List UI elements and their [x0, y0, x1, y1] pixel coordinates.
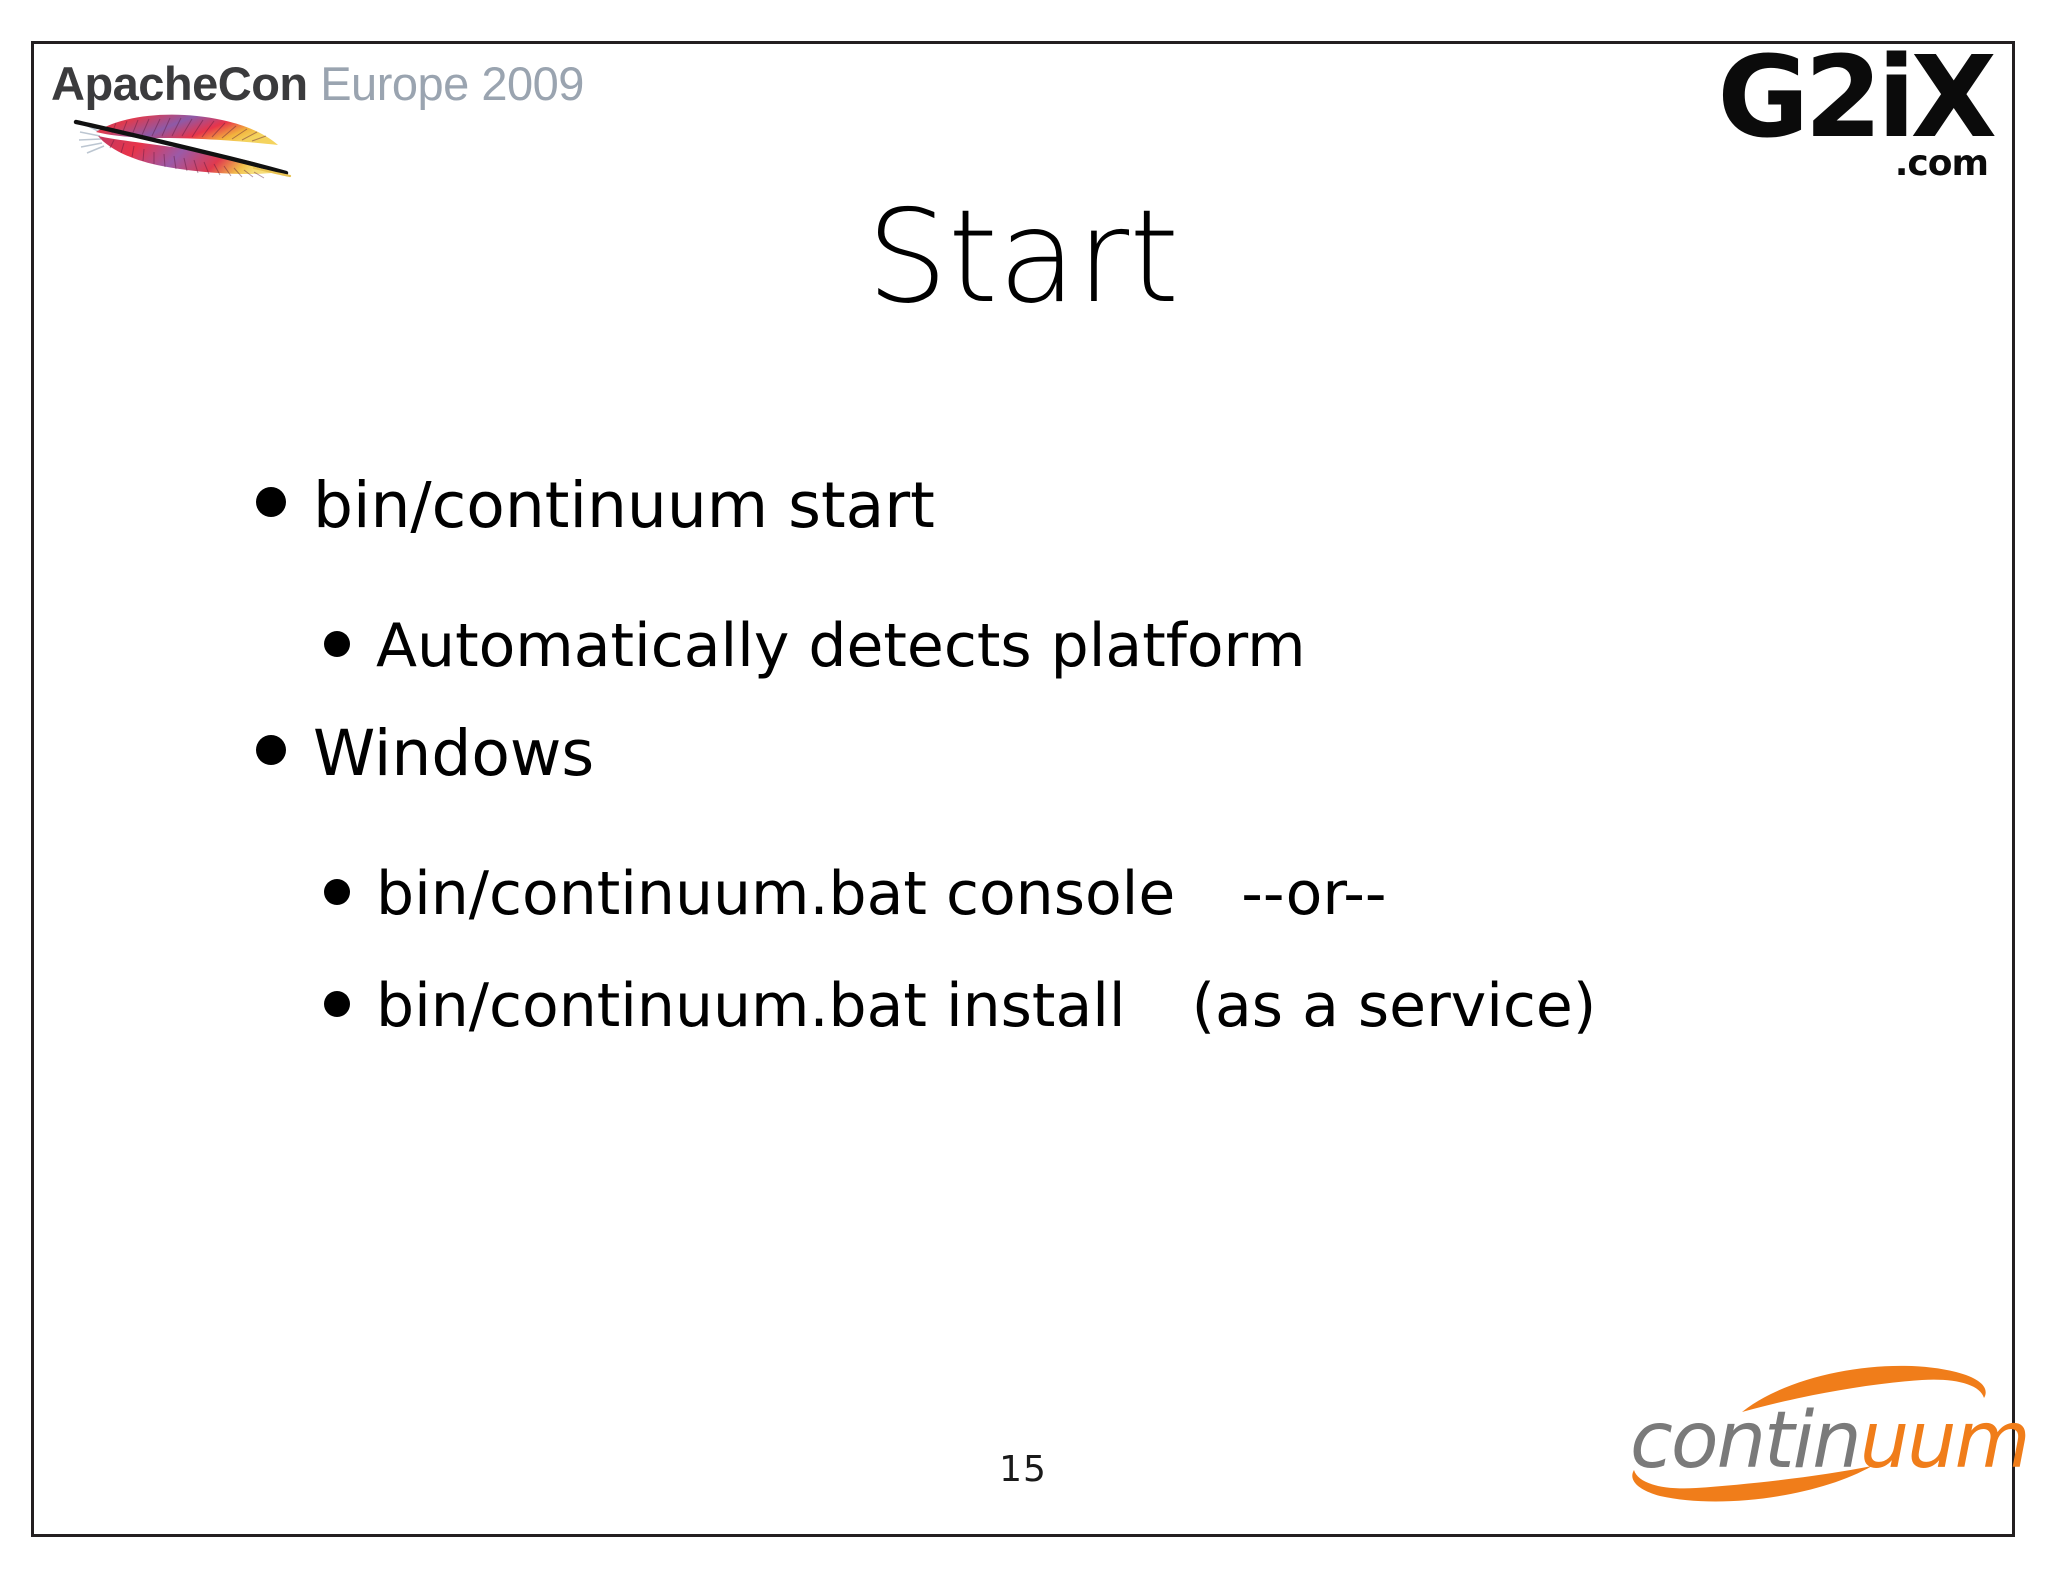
apachecon-edition-text: Europe 2009 [320, 57, 584, 110]
page-number: 15 [999, 1449, 1047, 1490]
bullet-item: Windows [256, 722, 594, 785]
bullet-dot-icon [324, 631, 350, 657]
apache-feather-icon [73, 114, 292, 179]
g2ix-mark-text: G2iX [1717, 33, 1997, 163]
continuum-swoosh-icon [1632, 1365, 1986, 1502]
bullet-item: Automatically detects platform [324, 616, 1306, 676]
bullet-text: bin/continuum start [313, 469, 935, 542]
bullet-dot-icon [324, 991, 350, 1017]
bullet-text: bin/continuum.bat install [376, 971, 1126, 1041]
apachecon-wordmark: ApacheCon Europe 2009 [51, 56, 584, 111]
bullet-text: Automatically detects platform [376, 611, 1306, 681]
slide-canvas: ApacheCon Europe 2009 [31, 41, 2031, 1537]
bullet-dot-icon [256, 735, 286, 765]
bullet-item: bin/continuum start [256, 474, 935, 537]
apachecon-logo: ApacheCon Europe 2009 [44, 52, 584, 192]
continuum-wordmark: continuum [1630, 1402, 2031, 1480]
g2ix-dotcom-text: .com [1894, 143, 1989, 184]
bullet-dot-icon [324, 879, 350, 905]
bullet-item: bin/continuum.bat console --or-- [324, 864, 1387, 924]
bullet-trailing-note: --or-- [1241, 859, 1387, 929]
g2ix-logo: G2iX .com [1698, 42, 1998, 190]
bullet-dot-icon [256, 487, 286, 517]
continuum-logo: continuum [1624, 1354, 2031, 1514]
continuum-word-part2: uum [1859, 1396, 2031, 1486]
bullet-item: bin/continuum.bat install (as a service) [324, 976, 1596, 1036]
apachecon-brand-text: ApacheCon [51, 57, 308, 110]
slide-title: Start [866, 183, 1180, 332]
bullet-text: bin/continuum.bat console [376, 859, 1176, 929]
bullet-text: Windows [313, 717, 595, 790]
continuum-word-part1: contin [1630, 1396, 1862, 1486]
bullet-trailing-note: (as a service) [1191, 971, 1597, 1041]
